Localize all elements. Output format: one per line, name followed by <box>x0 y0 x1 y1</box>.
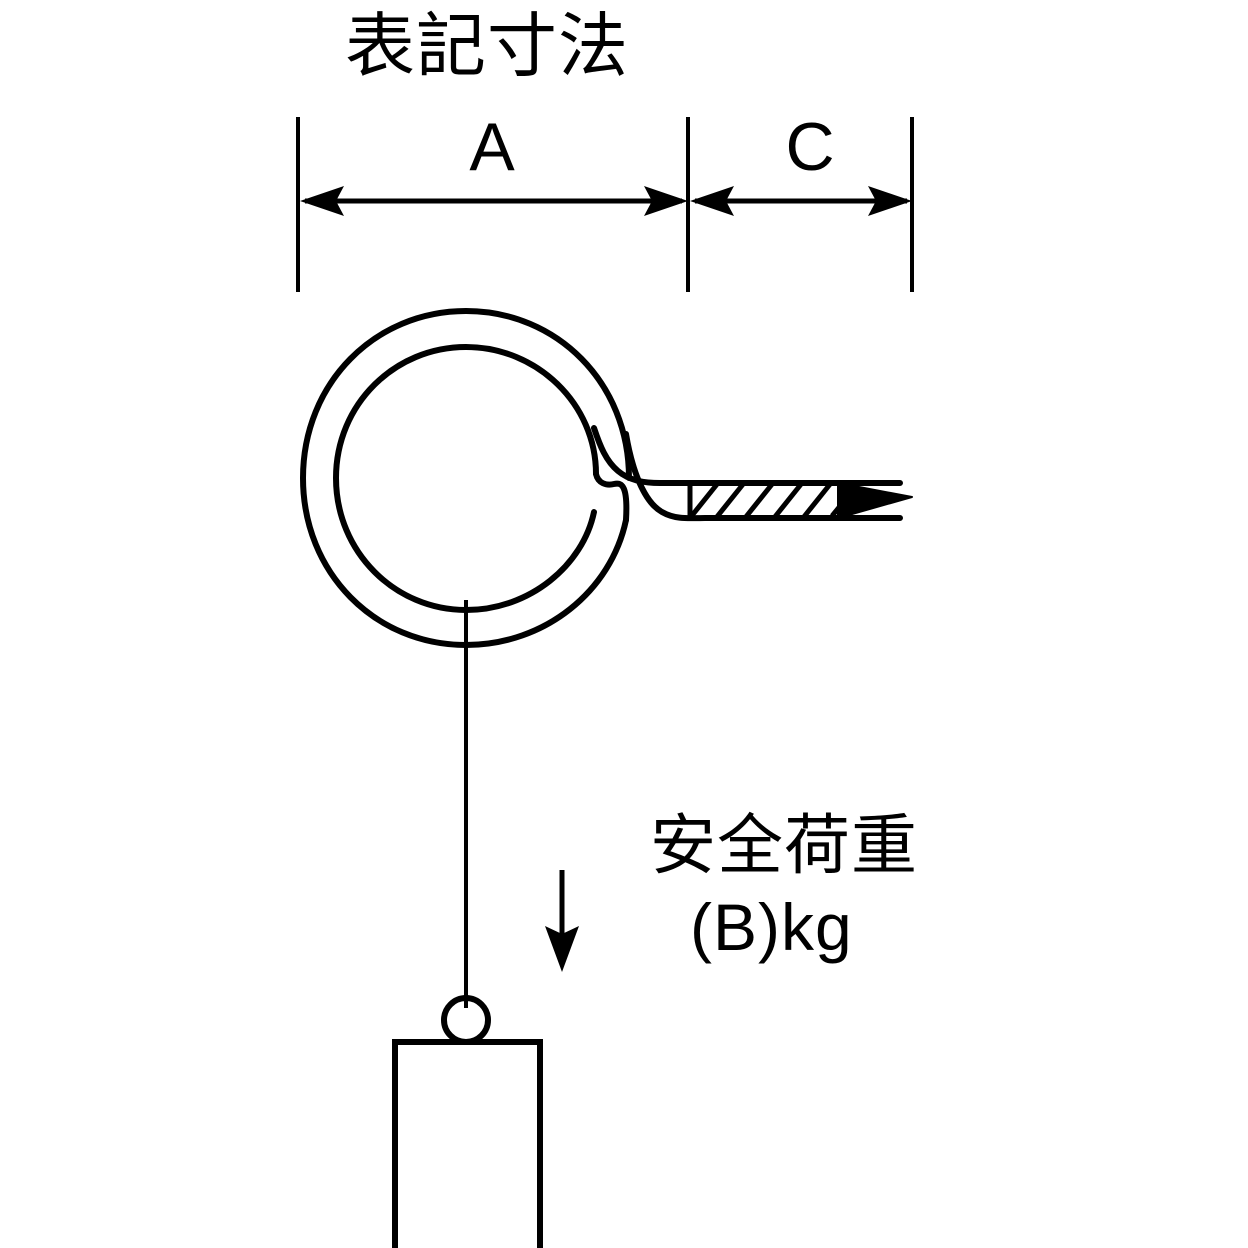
dimension-c-group: C <box>690 109 912 216</box>
dimension-a-group: A <box>300 109 688 216</box>
thread-line <box>714 481 746 520</box>
load-direction-arrow <box>545 870 579 972</box>
dimension-a-label: A <box>469 109 515 185</box>
diagram-title: 表記寸法 <box>345 7 629 85</box>
shank-top-edge <box>591 425 903 486</box>
shank-bottom-edge <box>623 431 903 522</box>
dimension-a-arrow-left <box>300 186 344 216</box>
ring-outer-edge <box>299 307 632 649</box>
safe-load-label-line2: (B)kg <box>690 890 853 964</box>
ring-inner-edge <box>332 343 599 614</box>
dimension-c-arrow-left <box>690 186 734 216</box>
dimension-a-arrow-right <box>644 186 688 216</box>
dimension-extension-lines <box>296 117 914 292</box>
load-arrow-head <box>545 926 579 972</box>
safe-load-label-line1: 安全荷重 <box>650 808 918 882</box>
thread-line <box>688 481 720 520</box>
screw-eye-ring <box>299 307 632 649</box>
thread-line <box>772 481 804 520</box>
dimension-c-arrow-right <box>868 186 912 216</box>
thread-hatch-lines <box>688 481 860 520</box>
thread-line <box>830 482 860 518</box>
shank-tip <box>837 482 913 519</box>
suspended-weight-block <box>392 1039 543 1248</box>
ring-end-cap <box>593 471 630 523</box>
screw-shank <box>591 425 913 522</box>
thread-line <box>743 481 775 520</box>
dimension-c-label: C <box>785 109 834 185</box>
thread-line <box>801 481 833 520</box>
